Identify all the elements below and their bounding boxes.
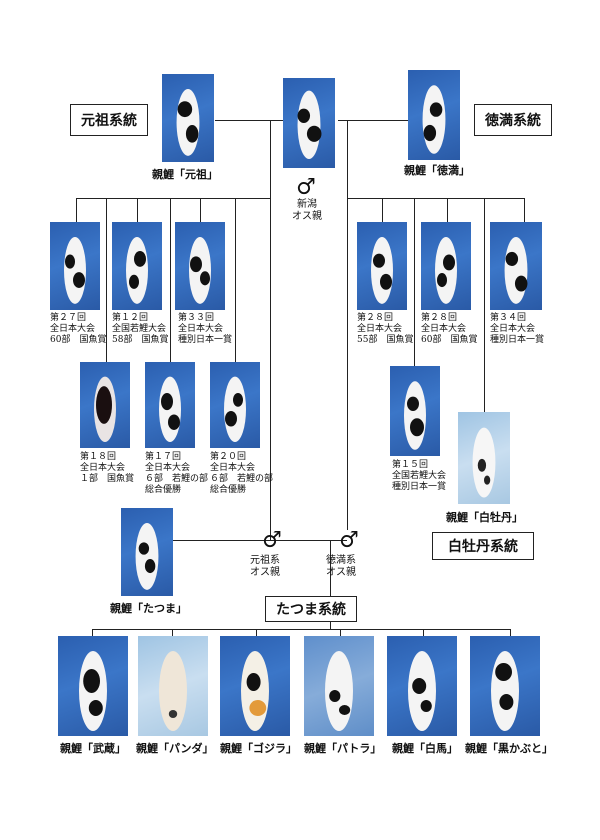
koi-photo-tokuman (408, 70, 460, 160)
koi-photo-tatsuma (121, 508, 173, 596)
male-label-tokuman: 徳満系 オス親 (326, 555, 356, 578)
ganso-line (215, 120, 285, 121)
male-symbol-tokuman-icon: ♂ (339, 527, 359, 553)
award-label-4: 第１８回 全日本大会 １部 国魚賞 (80, 452, 135, 484)
parent-tatsuma-label: 親鯉「たつま」 (110, 602, 187, 615)
offspring-label-musashi: 親鯉「武蔵」 (60, 742, 126, 755)
drop (510, 629, 511, 636)
drop (92, 629, 93, 636)
koi-photo-gojira (220, 636, 290, 736)
offspring-label-hakuba: 親鯉「白馬」 (392, 742, 458, 755)
tatsuma-join (172, 540, 347, 541)
offspring-bar (92, 629, 510, 630)
offspring-label-kurokabuto: 親鯉「黒かぶと」 (465, 742, 553, 755)
lineage-ganso-box: 元祖系統 (70, 104, 148, 136)
koi-photo-niigata (283, 78, 335, 168)
offspring-label-patora: 親鯉「パトラ」 (304, 742, 382, 755)
drop (423, 629, 424, 636)
award-label-7: 第２８回 全日本大会 55部 国魚賞 (357, 313, 414, 345)
award-label-1: 第２７回 全日本大会 60部 国魚賞 (50, 313, 107, 345)
koi-photo-award-1 (50, 222, 100, 310)
male-symbol-ganso-icon: ♂ (262, 527, 282, 553)
male-symbol-icon: ♂ (296, 174, 316, 200)
tokuman-stem (347, 120, 348, 530)
tatsuma-drop (330, 540, 331, 629)
koi-photo-patora (304, 636, 374, 736)
koi-photo-award-7 (357, 222, 407, 310)
koi-photo-panda (138, 636, 208, 736)
parent-hakubotan-label: 親鯉「白牡丹」 (446, 511, 523, 524)
koi-photo-hakubotan (458, 412, 510, 504)
award-label-8: 第２８回 全日本大会 60部 国魚賞 (421, 313, 478, 345)
koi-photo-award-4 (80, 362, 130, 448)
ganso-stem (270, 120, 271, 540)
koi-photo-ganso (162, 74, 214, 162)
koi-photo-award-3 (175, 222, 225, 310)
drop (524, 198, 525, 222)
award-label-2: 第１２回 全国若鯉大会 58部 国魚賞 (112, 313, 169, 345)
award-label-6: 第２０回 全日本大会 ６部 若鯉の部 総合優勝 (210, 452, 274, 495)
koi-photo-award-8 (421, 222, 471, 310)
drop (235, 198, 236, 362)
lineage-tatsuma-box: たつま系統 (265, 596, 357, 622)
drop (172, 629, 173, 636)
drop (106, 198, 107, 362)
parent-tokuman-label: 親鯉「徳満」 (404, 164, 470, 177)
koi-photo-award-10 (390, 366, 440, 456)
award-label-10: 第１５回 全国若鯉大会 種別日本一賞 (392, 460, 447, 492)
koi-photo-musashi (58, 636, 128, 736)
male-label-ganso: 元祖系 オス親 (250, 555, 280, 578)
drop (382, 198, 383, 222)
drop (256, 629, 257, 636)
award-label-5: 第１７回 全日本大会 ６部 若鯉の部 総合優勝 (145, 452, 209, 495)
parent-ganso-label: 親鯉「元祖」 (152, 168, 218, 181)
koi-photo-award-9 (490, 222, 542, 310)
drop (484, 198, 485, 412)
tokuman-line (338, 120, 408, 121)
award-label-3: 第３３回 全日本大会 種別日本一賞 (178, 313, 233, 345)
drop (137, 198, 138, 222)
left-branch-bar (76, 198, 271, 199)
drop (170, 198, 171, 362)
drop (200, 198, 201, 222)
koi-photo-hakuba (387, 636, 457, 736)
drop (340, 629, 341, 636)
lineage-hakubotan-box: 白牡丹系統 (432, 532, 534, 560)
drop (414, 198, 415, 366)
offspring-label-panda: 親鯉「パンダ」 (136, 742, 214, 755)
drop (76, 198, 77, 222)
koi-photo-award-2 (112, 222, 162, 310)
male-label-niigata: 新潟 オス親 (292, 199, 322, 222)
koi-photo-award-6 (210, 362, 260, 448)
offspring-label-gojira: 親鯉「ゴジラ」 (220, 742, 297, 755)
award-label-9: 第３４回 全日本大会 種別日本一賞 (490, 313, 545, 345)
drop (447, 198, 448, 222)
koi-photo-kurokabuto (470, 636, 540, 736)
right-branch-bar (347, 198, 524, 199)
lineage-tokuman-box: 徳満系統 (474, 104, 552, 136)
koi-photo-award-5 (145, 362, 195, 448)
